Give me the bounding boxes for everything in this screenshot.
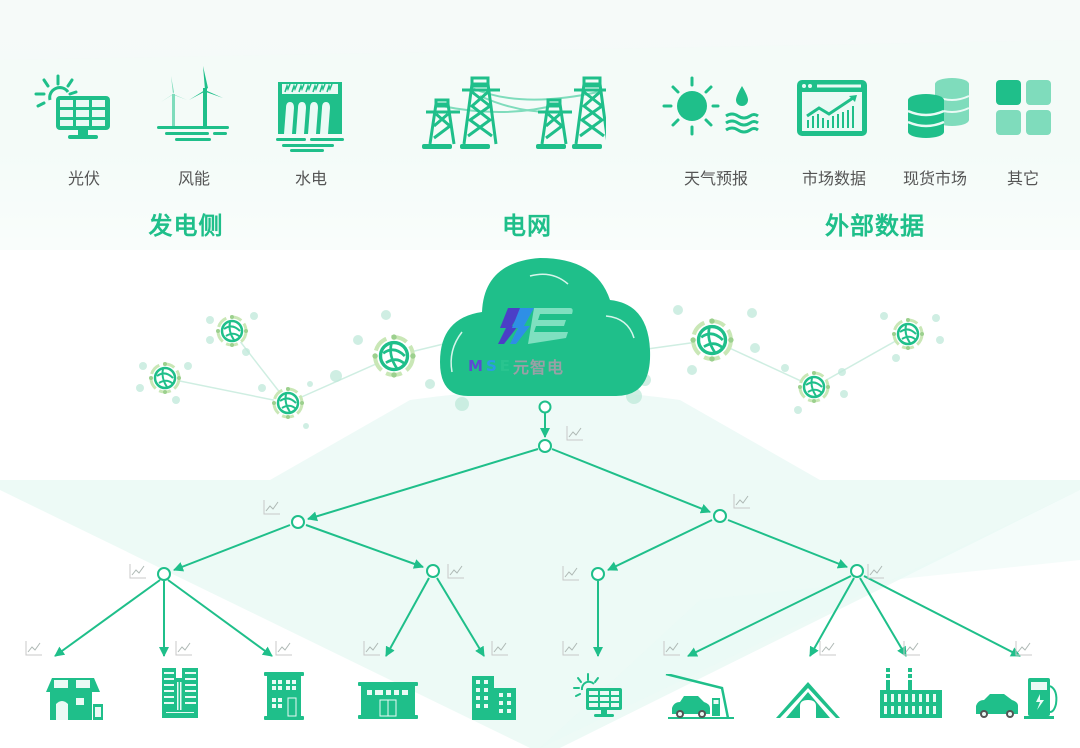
brand-letter-m: M [468, 357, 484, 375]
label-other: 其它 [1006, 169, 1040, 188]
label-solar: 光伏 [67, 169, 101, 188]
house-with-solar-icon [44, 674, 104, 722]
chart-markers [25, 425, 1033, 656]
apartment-building-icon [264, 672, 304, 720]
label-wind: 风能 [177, 169, 211, 188]
label-market-data: 市场数据 [801, 169, 867, 188]
weather-icon [660, 76, 760, 138]
market-chart-icon [797, 80, 867, 136]
solar-panel-icon [34, 72, 116, 142]
wind-turbine-icon [155, 66, 235, 142]
group-title-external: 外部数据 [825, 212, 925, 240]
ev-carport-icon [664, 674, 736, 720]
brand-letter-s: S [485, 357, 498, 375]
tent-house-icon [774, 680, 842, 720]
label-spot-market: 现货市场 [902, 169, 968, 188]
city-buildings-icon [472, 676, 516, 720]
hydro-dam-icon [276, 82, 344, 152]
office-tower-icon [160, 668, 200, 720]
transmission-tower-icon [420, 74, 606, 150]
brand-logo: M S E 元智电 [468, 354, 618, 378]
grid-apps-icon [996, 80, 1052, 136]
group-title-generation: 发电侧 [148, 212, 224, 240]
solar-panel-icon [572, 672, 624, 720]
label-weather: 天气预报 [683, 169, 749, 188]
warehouse-icon [358, 682, 418, 720]
database-icon [906, 76, 970, 138]
brand-name-cn: 元智电 [513, 358, 565, 377]
brand-letter-e: E [499, 357, 511, 375]
factory-icon [878, 668, 944, 720]
label-hydro: 水电 [294, 169, 328, 188]
group-title-grid: 电网 [502, 212, 552, 240]
ev-charging-station-icon [974, 674, 1060, 720]
